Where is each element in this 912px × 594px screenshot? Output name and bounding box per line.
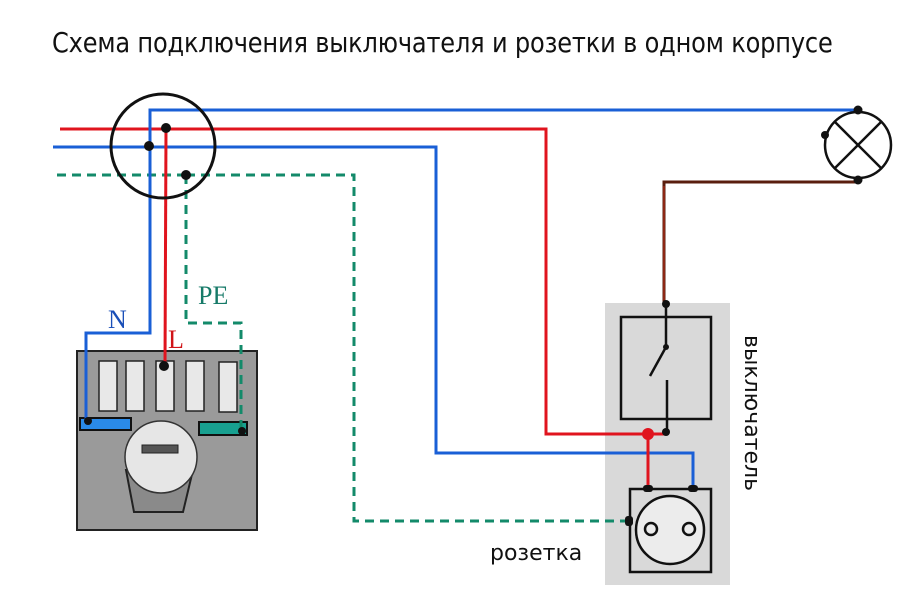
- earth-to-panel-wire: [184, 175, 243, 430]
- switch-bottom-terminal: [662, 428, 670, 436]
- socket-pin-left: [643, 521, 659, 537]
- line-split-dot: [642, 428, 654, 440]
- neutral-to-panel-wire: [84, 147, 152, 421]
- label-switch: выключатель: [739, 335, 764, 491]
- junction-box: [109, 92, 217, 200]
- switched-wire: [662, 180, 858, 303]
- meter-dial: [124, 420, 198, 494]
- diagram-title: Схема подключения выключателя и розетки …: [52, 26, 833, 59]
- junction-dot-line: [161, 123, 171, 133]
- panel-terminal-line: [159, 361, 169, 371]
- neutral-to-socket-wire: [150, 145, 695, 489]
- earth-busbar: [198, 421, 248, 436]
- socket-terminal-earth: [625, 516, 633, 526]
- socket-terminal-neutral: [688, 485, 698, 492]
- lamp: [821, 105, 893, 185]
- socket: [625, 485, 713, 574]
- line-to-switch-wire: [166, 127, 666, 436]
- meter-window: [141, 444, 179, 454]
- label-socket: розетка: [490, 541, 582, 566]
- switch-contact-lever: [648, 346, 668, 377]
- label-line: L: [168, 325, 184, 354]
- lamp-terminal-bottom: [853, 175, 863, 185]
- breaker-slot: [98, 360, 118, 412]
- breaker-slot: [218, 361, 238, 413]
- line-to-panel-wire: [163, 128, 168, 367]
- lamp-terminal-top: [853, 105, 863, 115]
- panel-terminal-earth: [238, 427, 246, 435]
- breaker-slot: [185, 360, 205, 412]
- lamp-terminal-side: [821, 131, 829, 139]
- junction-dot-neutral: [144, 141, 154, 151]
- earth-to-socket-wire: [186, 173, 630, 523]
- breaker-slot: [125, 360, 145, 412]
- switch: [619, 300, 713, 440]
- junction-dot-earth: [181, 170, 191, 180]
- neutral-to-lamp-wire: [148, 108, 858, 147]
- socket-terminal-line: [643, 485, 653, 492]
- panel-terminal-neutral: [84, 417, 92, 425]
- breaker-slots: [98, 360, 238, 413]
- label-pe: PE: [198, 281, 228, 310]
- label-neutral: N: [108, 305, 127, 334]
- socket-pin-right: [681, 521, 697, 537]
- distribution-panel: [76, 350, 258, 531]
- neutral-busbar: [79, 417, 132, 431]
